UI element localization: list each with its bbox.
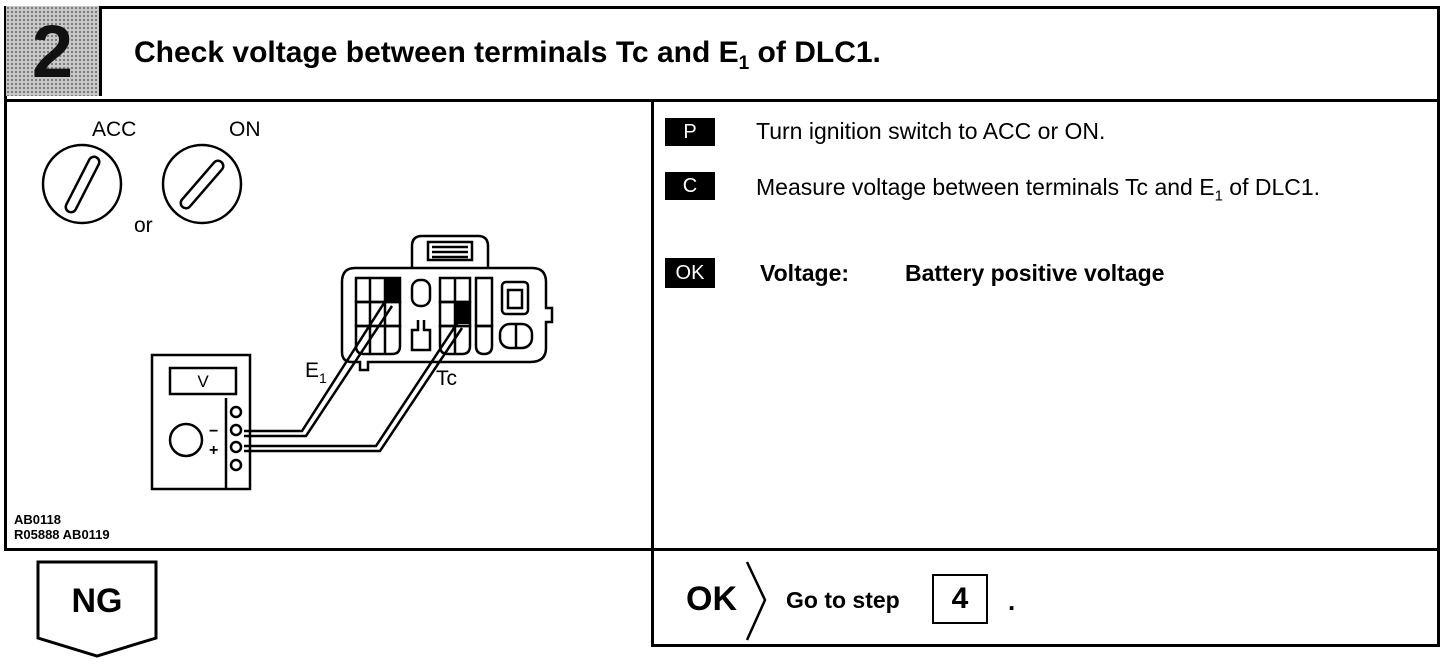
voltmeter-icon: [150, 353, 252, 491]
voltage-value: Battery positive voltage: [905, 260, 1165, 286]
e1-label: E1: [305, 359, 327, 386]
minus-label: −: [209, 423, 218, 440]
procedure-panel: [651, 99, 1440, 551]
goto-text: Go to step: [786, 587, 900, 613]
ignition-on-icon: [161, 143, 243, 225]
figure-code-1: AB0118: [14, 512, 61, 527]
acc-label: ACC: [92, 118, 136, 141]
p-instruction: Turn ignition switch to ACC or ON.: [756, 118, 1106, 144]
wiring-diagram: ACC ON or E1 Tc: [41, 118, 554, 491]
ng-label: NG: [71, 582, 123, 620]
meter-display-label: V: [197, 372, 209, 391]
voltage-label: Voltage:: [760, 260, 850, 286]
ok-result-row: [651, 548, 1440, 647]
figure-code-2: R05888 AB0119: [14, 527, 110, 542]
title-subscript: 1: [738, 53, 750, 74]
ng-arrow-icon: [36, 560, 158, 658]
ok-arrow-icon: [745, 561, 767, 641]
plus-label: +: [209, 442, 218, 459]
e1-terminal: [385, 278, 400, 302]
p-badge: P: [665, 118, 715, 146]
step-number-box: 2: [6, 6, 102, 96]
on-label: ON: [229, 118, 261, 141]
c-badge: C: [665, 172, 715, 200]
c-instruction: Measure voltage between terminals Tc and…: [756, 174, 1321, 205]
step-number: 2: [31, 9, 74, 93]
title-end: of DLC1.: [749, 36, 881, 69]
tc-label: Tc: [436, 367, 457, 390]
period: .: [1008, 586, 1016, 616]
or-label: or: [134, 214, 153, 237]
ignition-acc-icon: [41, 143, 123, 225]
step-title: Check voltage between terminals Tc and E…: [134, 36, 881, 74]
ok-badge: OK: [665, 258, 715, 288]
test-leads: [244, 299, 464, 453]
ok-result-label: OK: [686, 580, 737, 618]
tc-terminal: [455, 302, 470, 324]
step-4-link[interactable]: 4: [932, 574, 988, 624]
title-main: Check voltage between terminals Tc and E: [134, 36, 739, 69]
